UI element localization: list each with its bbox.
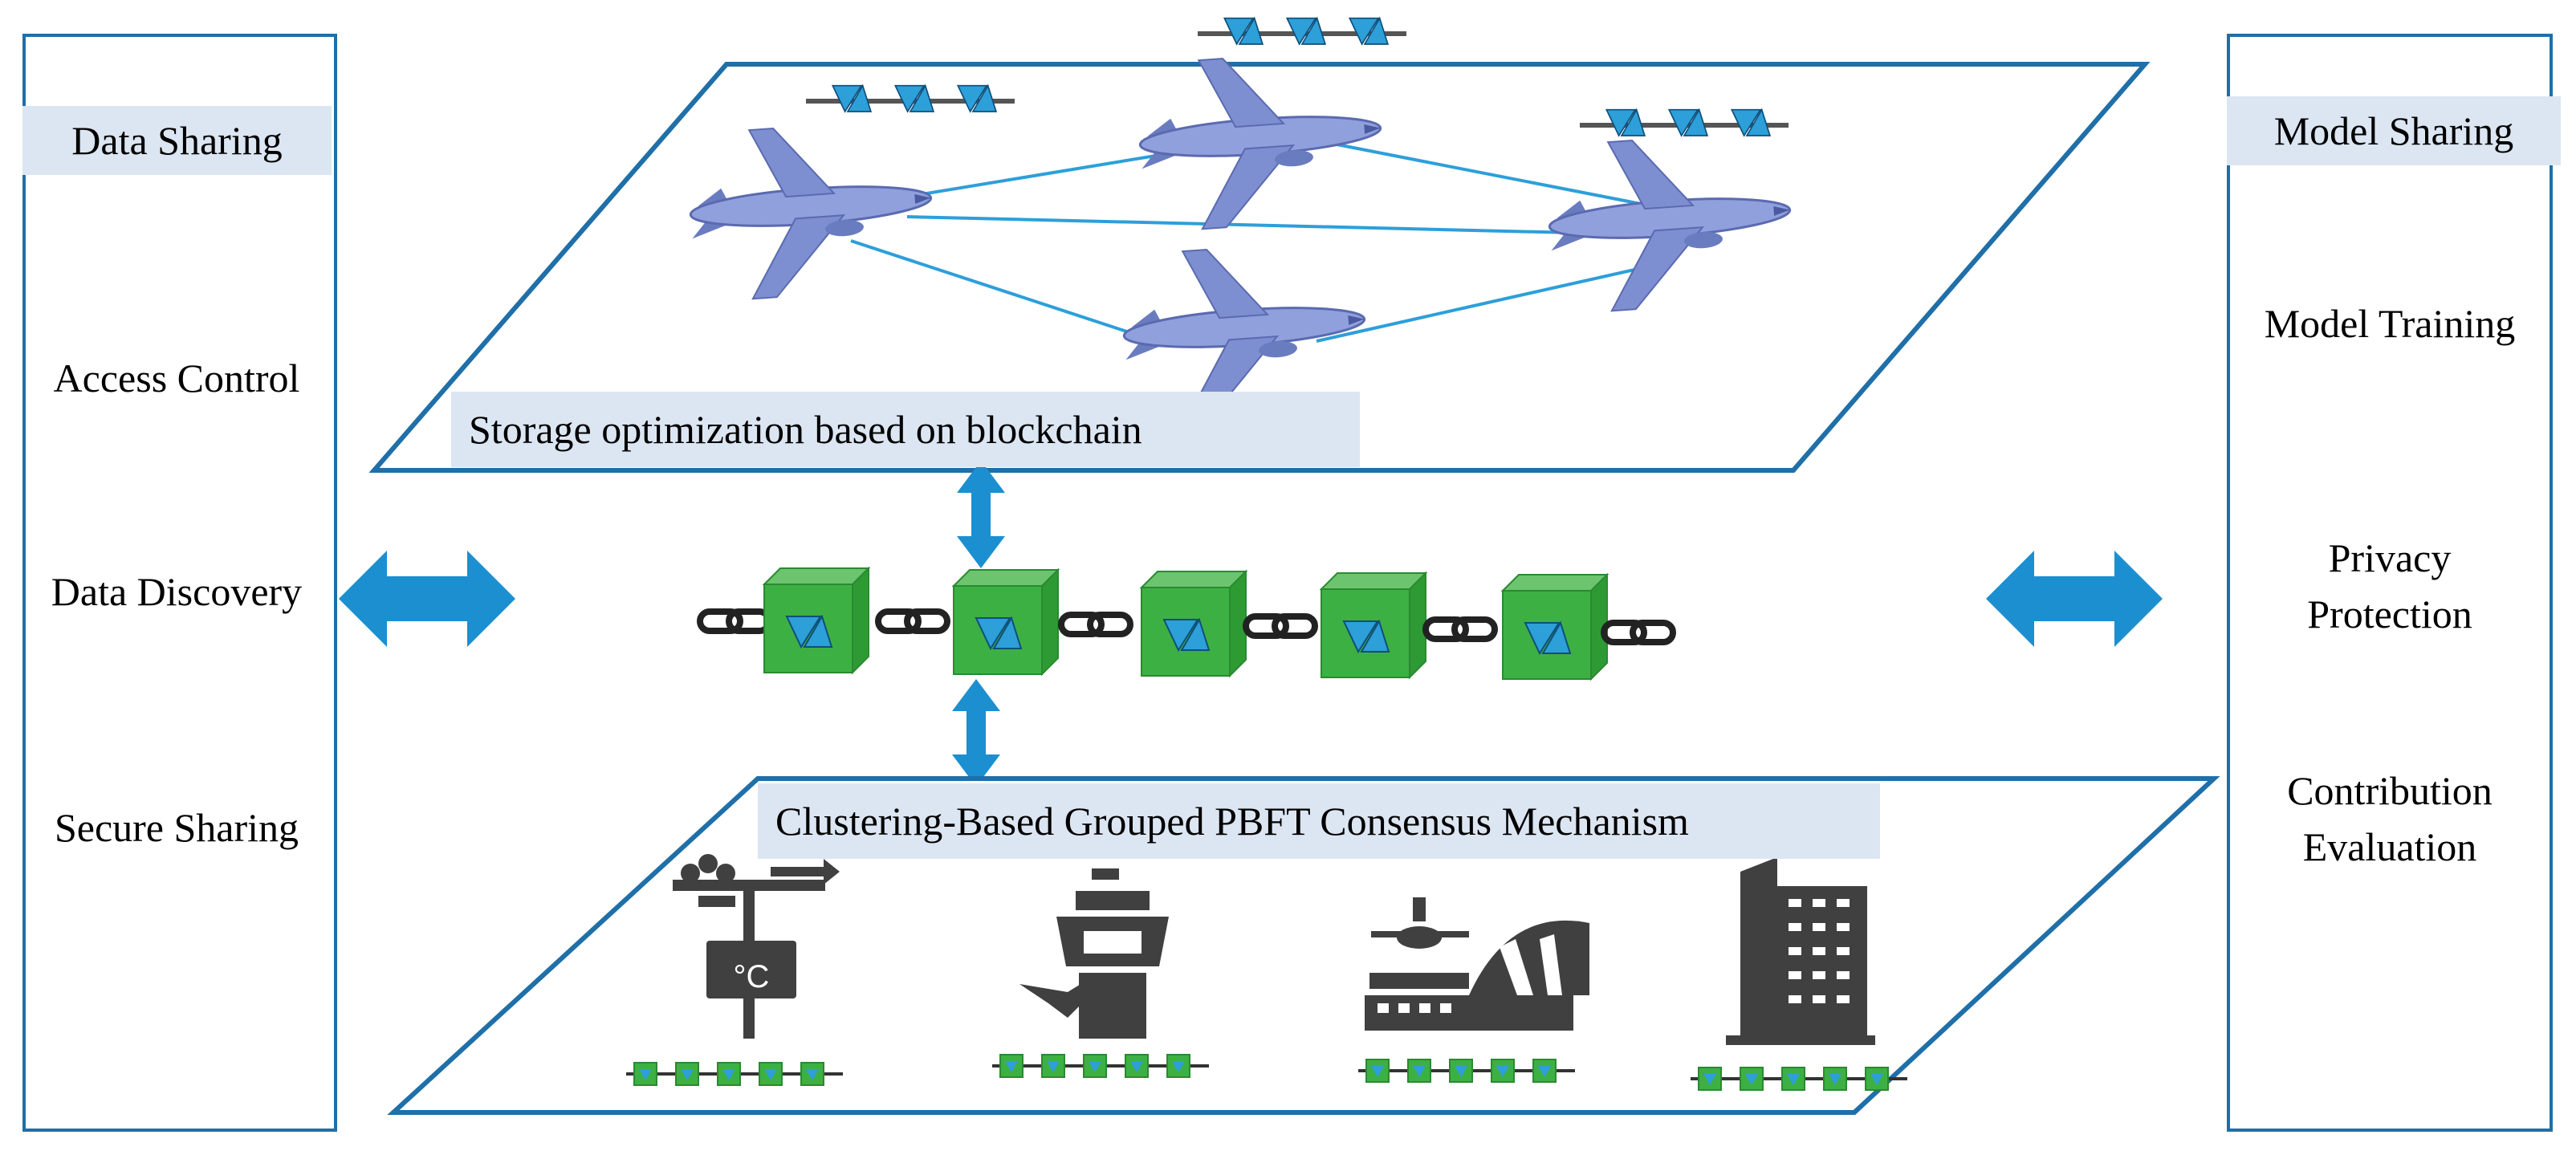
mini-chain-icon — [1198, 18, 1406, 44]
chain-link-icon — [1246, 616, 1315, 636]
top-plane — [368, 62, 2151, 473]
storage-optimization-label: Storage optimization based on blockchain — [451, 392, 1360, 467]
chain-link-icon — [700, 612, 769, 631]
contribution-evaluation-label: Contribution Evaluation — [2287, 768, 2493, 869]
right-double-arrow-icon — [1986, 551, 2163, 647]
model-sharing-title: Model Sharing — [2227, 96, 2561, 165]
chain-link-icon — [1426, 620, 1495, 639]
data-sharing-title: Data Sharing — [22, 106, 332, 175]
weather-station-icon — [673, 854, 840, 1039]
block-icon — [1503, 575, 1607, 679]
consensus-mechanism-label: Clustering-Based Grouped PBFT Consensus … — [758, 783, 1880, 859]
block-icon — [1321, 573, 1426, 677]
privacy-protection-label: Privacy Protection — [2307, 535, 2472, 636]
model-training-label: Model Training — [2264, 301, 2516, 346]
control-tower-icon — [1019, 868, 1169, 1039]
right-panel — [2227, 34, 2553, 1132]
left-double-arrow-icon — [339, 551, 515, 647]
office-building-icon — [1726, 857, 1875, 1045]
block-icon — [1141, 571, 1246, 676]
celsius-icon: °C — [734, 959, 770, 994]
vertical-arrow-icon — [952, 679, 1000, 787]
block-icon — [764, 568, 869, 673]
data-discovery-label: Data Discovery — [51, 569, 303, 614]
access-control-label: Access Control — [53, 356, 300, 401]
vertical-arrow-icon — [957, 461, 1005, 568]
main-blockchain — [700, 568, 1673, 679]
chain-link-icon — [1061, 615, 1130, 634]
secure-sharing-label: Secure Sharing — [54, 805, 299, 850]
chain-link-icon — [1604, 623, 1673, 642]
left-panel — [22, 34, 337, 1132]
block-icon — [954, 570, 1058, 674]
chain-link-icon — [878, 612, 947, 631]
airport-terminal-icon — [1365, 897, 1589, 1031]
